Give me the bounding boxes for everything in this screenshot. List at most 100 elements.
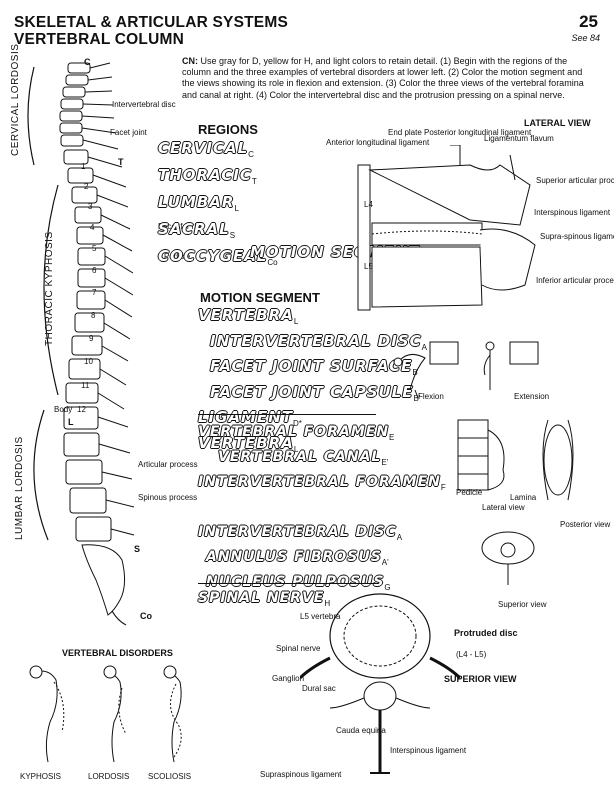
cervical-lordosis-label: CERVICAL LORDOSIS	[10, 43, 21, 156]
flexion-extension-figures	[393, 341, 539, 399]
region-thoracic-label: THORACIC	[158, 166, 252, 185]
inferior-articular-process-label: Inferior articular process	[536, 276, 614, 285]
lateral-view-title: LATERAL VIEW	[524, 118, 591, 128]
motion-intervertebral-disc-label: INTERVERTEBRAL DISC	[210, 331, 422, 350]
title-line-1: SKELETAL & ARTICULAR SYSTEMS	[14, 14, 288, 31]
motion-facet-joint-capsule-label: FACET JOINT CAPSULE	[210, 382, 414, 401]
superior-view-diagram	[300, 593, 460, 774]
motion-ligament-label: LIGAMENT	[197, 408, 294, 427]
disc-intervertebral-disc: INTERVERTEBRAL DISCA	[198, 522, 403, 547]
lumbar-lordosis-label: LUMBAR LORDOSIS	[14, 436, 25, 540]
end-plate-label: End plate	[388, 128, 422, 137]
disc-annulus-fibrosus-label: ANNULUS FIBROSUS	[206, 548, 382, 565]
region-letter-s: S	[134, 544, 141, 554]
motion-intervertebral-disc: INTERVERTEBRAL DISCA	[198, 331, 427, 358]
region-coccygeal-sub: Co	[267, 258, 278, 267]
disorders-heading: VERTEBRAL DISORDERS	[62, 648, 173, 658]
spinal-nerve-title: SPINAL NERVEH	[197, 588, 331, 613]
motion-facet-joint-capsule-sub: B'	[413, 393, 421, 403]
region-cervical-label: CERVICAL	[157, 139, 249, 158]
see-reference: See 84	[571, 33, 600, 43]
region-cervical: CERVICALC	[157, 138, 278, 165]
superior-view-title: SUPERIOR VIEW	[444, 674, 517, 684]
coloring-instructions: CN: Use gray for D, yellow for H, and li…	[182, 56, 596, 101]
disc-annulus-fibrosus: ANNULUS FIBROSUSA'	[198, 547, 402, 572]
foramen-vertebral-canal-sub: E'	[381, 457, 389, 467]
superior-dural-sac-label: Dural sac	[302, 684, 336, 693]
disorder-lordosis-label: LORDOSIS	[88, 772, 130, 781]
foramen-intervertebral-foramen-sub: F	[440, 482, 446, 492]
page-title: SKELETAL & ARTICULAR SYSTEMS VERTEBRAL C…	[14, 14, 288, 48]
canal-lamina-label: Lamina	[510, 493, 537, 502]
vertebra-number: 4	[90, 223, 95, 232]
vertebra-number: 2	[84, 182, 89, 191]
vertebra-number: 1	[81, 162, 86, 171]
body-label: Body	[54, 405, 73, 414]
regions-heading: REGIONS	[198, 122, 258, 137]
foramen-list: VERTEBRAL FORAMENE VERTEBRAL CANALE' INT…	[197, 422, 446, 497]
disc-intervertebral-disc-label: INTERVERTEBRAL DISC	[198, 524, 397, 541]
pedicle-label: Pedicle	[164, 252, 191, 261]
foramen-vertebral-foramen-label: VERTEBRAL FORAMEN	[197, 424, 390, 441]
disorder-kyphosis-label: KYPHOSIS	[20, 772, 61, 781]
superior-l5-vertebra-label: L5 vertebra	[300, 612, 341, 621]
foramen-intervertebral-foramen-label: INTERVERTEBRAL FORAMEN	[198, 473, 441, 490]
anterior-longitudinal-ligament-label: Anterior longitudinal ligament	[326, 138, 430, 147]
motion-segment-list: VERTEBRAL INTERVERTEBRAL DISCA FACET JOI…	[197, 306, 427, 460]
spinal-nerve-label: SPINAL NERVE	[197, 590, 325, 607]
superior-ganglion-label: Ganglion	[272, 674, 305, 683]
disorder-scoliosis-label: SCOLIOSIS	[148, 772, 192, 781]
spinal-nerve-sub: H	[324, 598, 331, 608]
protruded-range-label: (L4 - L5)	[456, 650, 487, 659]
instructions-text: Use gray for D, yellow for H, and light …	[182, 56, 584, 100]
region-letter-t: T	[118, 157, 124, 167]
canal-lateral-view-label: Lateral view	[482, 503, 525, 512]
region-letter-l: L	[68, 417, 74, 427]
regions-list: CERVICALC THORACICT LUMBARL SACRALS COCC…	[157, 138, 278, 273]
disc-annulus-fibrosus-sub: A'	[381, 557, 389, 567]
motion-vertebra-upper-label: VERTEBRA	[198, 306, 294, 325]
region-sacral: SACRALS	[158, 219, 278, 246]
canal-superior-view-label: Superior view	[498, 600, 547, 609]
vertebra-number: 5	[92, 244, 97, 253]
disc-nucleus-pulposus-label: NUCLEUS PULPOSUS	[205, 573, 385, 590]
interspinous-ligament-label: Interspinous ligament	[534, 208, 611, 217]
region-thoracic: THORACICT	[158, 165, 278, 192]
l5-label: L5	[364, 262, 373, 271]
motion-facet-joint-surface: FACET JOINT SURFACEB	[198, 357, 427, 383]
canal-posterior-view-label: Posterior view	[560, 520, 611, 529]
superior-spinal-nerve-label: Spinal nerve	[276, 644, 321, 653]
motion-vertebra-lower-label: VERTEBRA	[198, 433, 294, 452]
protruded-disc-label: Protruded disc	[454, 628, 518, 638]
foramen-vertebral-canal: VERTEBRAL CANALE'	[198, 447, 446, 472]
motion-facet-joint-capsule: FACET JOINT CAPSULEB'	[198, 382, 427, 409]
thoracic-kyphosis-label: THORACIC KYPHOSIS	[44, 231, 55, 346]
instructions-lead: CN:	[182, 56, 198, 66]
motion-facet-joint-surface-sub: B	[412, 368, 418, 377]
superior-supraspinous-ligament-label: Supraspinous ligament	[260, 770, 342, 779]
region-cervical-sub: C	[248, 150, 254, 159]
motion-vertebra-upper: VERTEBRAL	[198, 306, 427, 332]
motion-vertebra-upper-sub: L	[293, 317, 299, 326]
motion-vertebra-lower: VERTEBRAL	[198, 433, 427, 460]
disc-intervertebral-disc-sub: A	[396, 532, 403, 542]
region-lumbar-label: LUMBAR	[157, 193, 235, 212]
l4-label: L4	[364, 200, 373, 209]
disc-nucleus-pulposus-sub: G	[384, 582, 391, 592]
superior-articular-process-label: Superior articular process	[536, 176, 614, 185]
posterior-longitudinal-ligament-label: Posterior longitudinal ligament	[424, 128, 532, 137]
foramen-intervertebral-foramen: INTERVERTEBRAL FORAMENF	[198, 472, 446, 497]
vertebra-number: 7	[92, 288, 97, 297]
divider-1	[198, 414, 376, 415]
superior-cauda-equina-label: Cauda equina	[336, 726, 386, 735]
region-coccygeal-label: COCCYGEAL	[157, 247, 268, 266]
canal-views-diagrams	[457, 419, 574, 585]
motion-vertebra-lower-sub: L	[293, 444, 299, 454]
motion-segment-heading: MOTION SEGMENT	[200, 290, 320, 305]
page-number: 25	[579, 12, 598, 31]
disorders-figures	[29, 665, 182, 763]
region-sacral-label: SACRAL	[158, 220, 230, 239]
intervertebral-disc-label: Intervertebral disc	[112, 100, 176, 109]
flexion-label: Flexion	[418, 392, 444, 401]
title-line-2: VERTEBRAL COLUMN	[14, 31, 184, 48]
